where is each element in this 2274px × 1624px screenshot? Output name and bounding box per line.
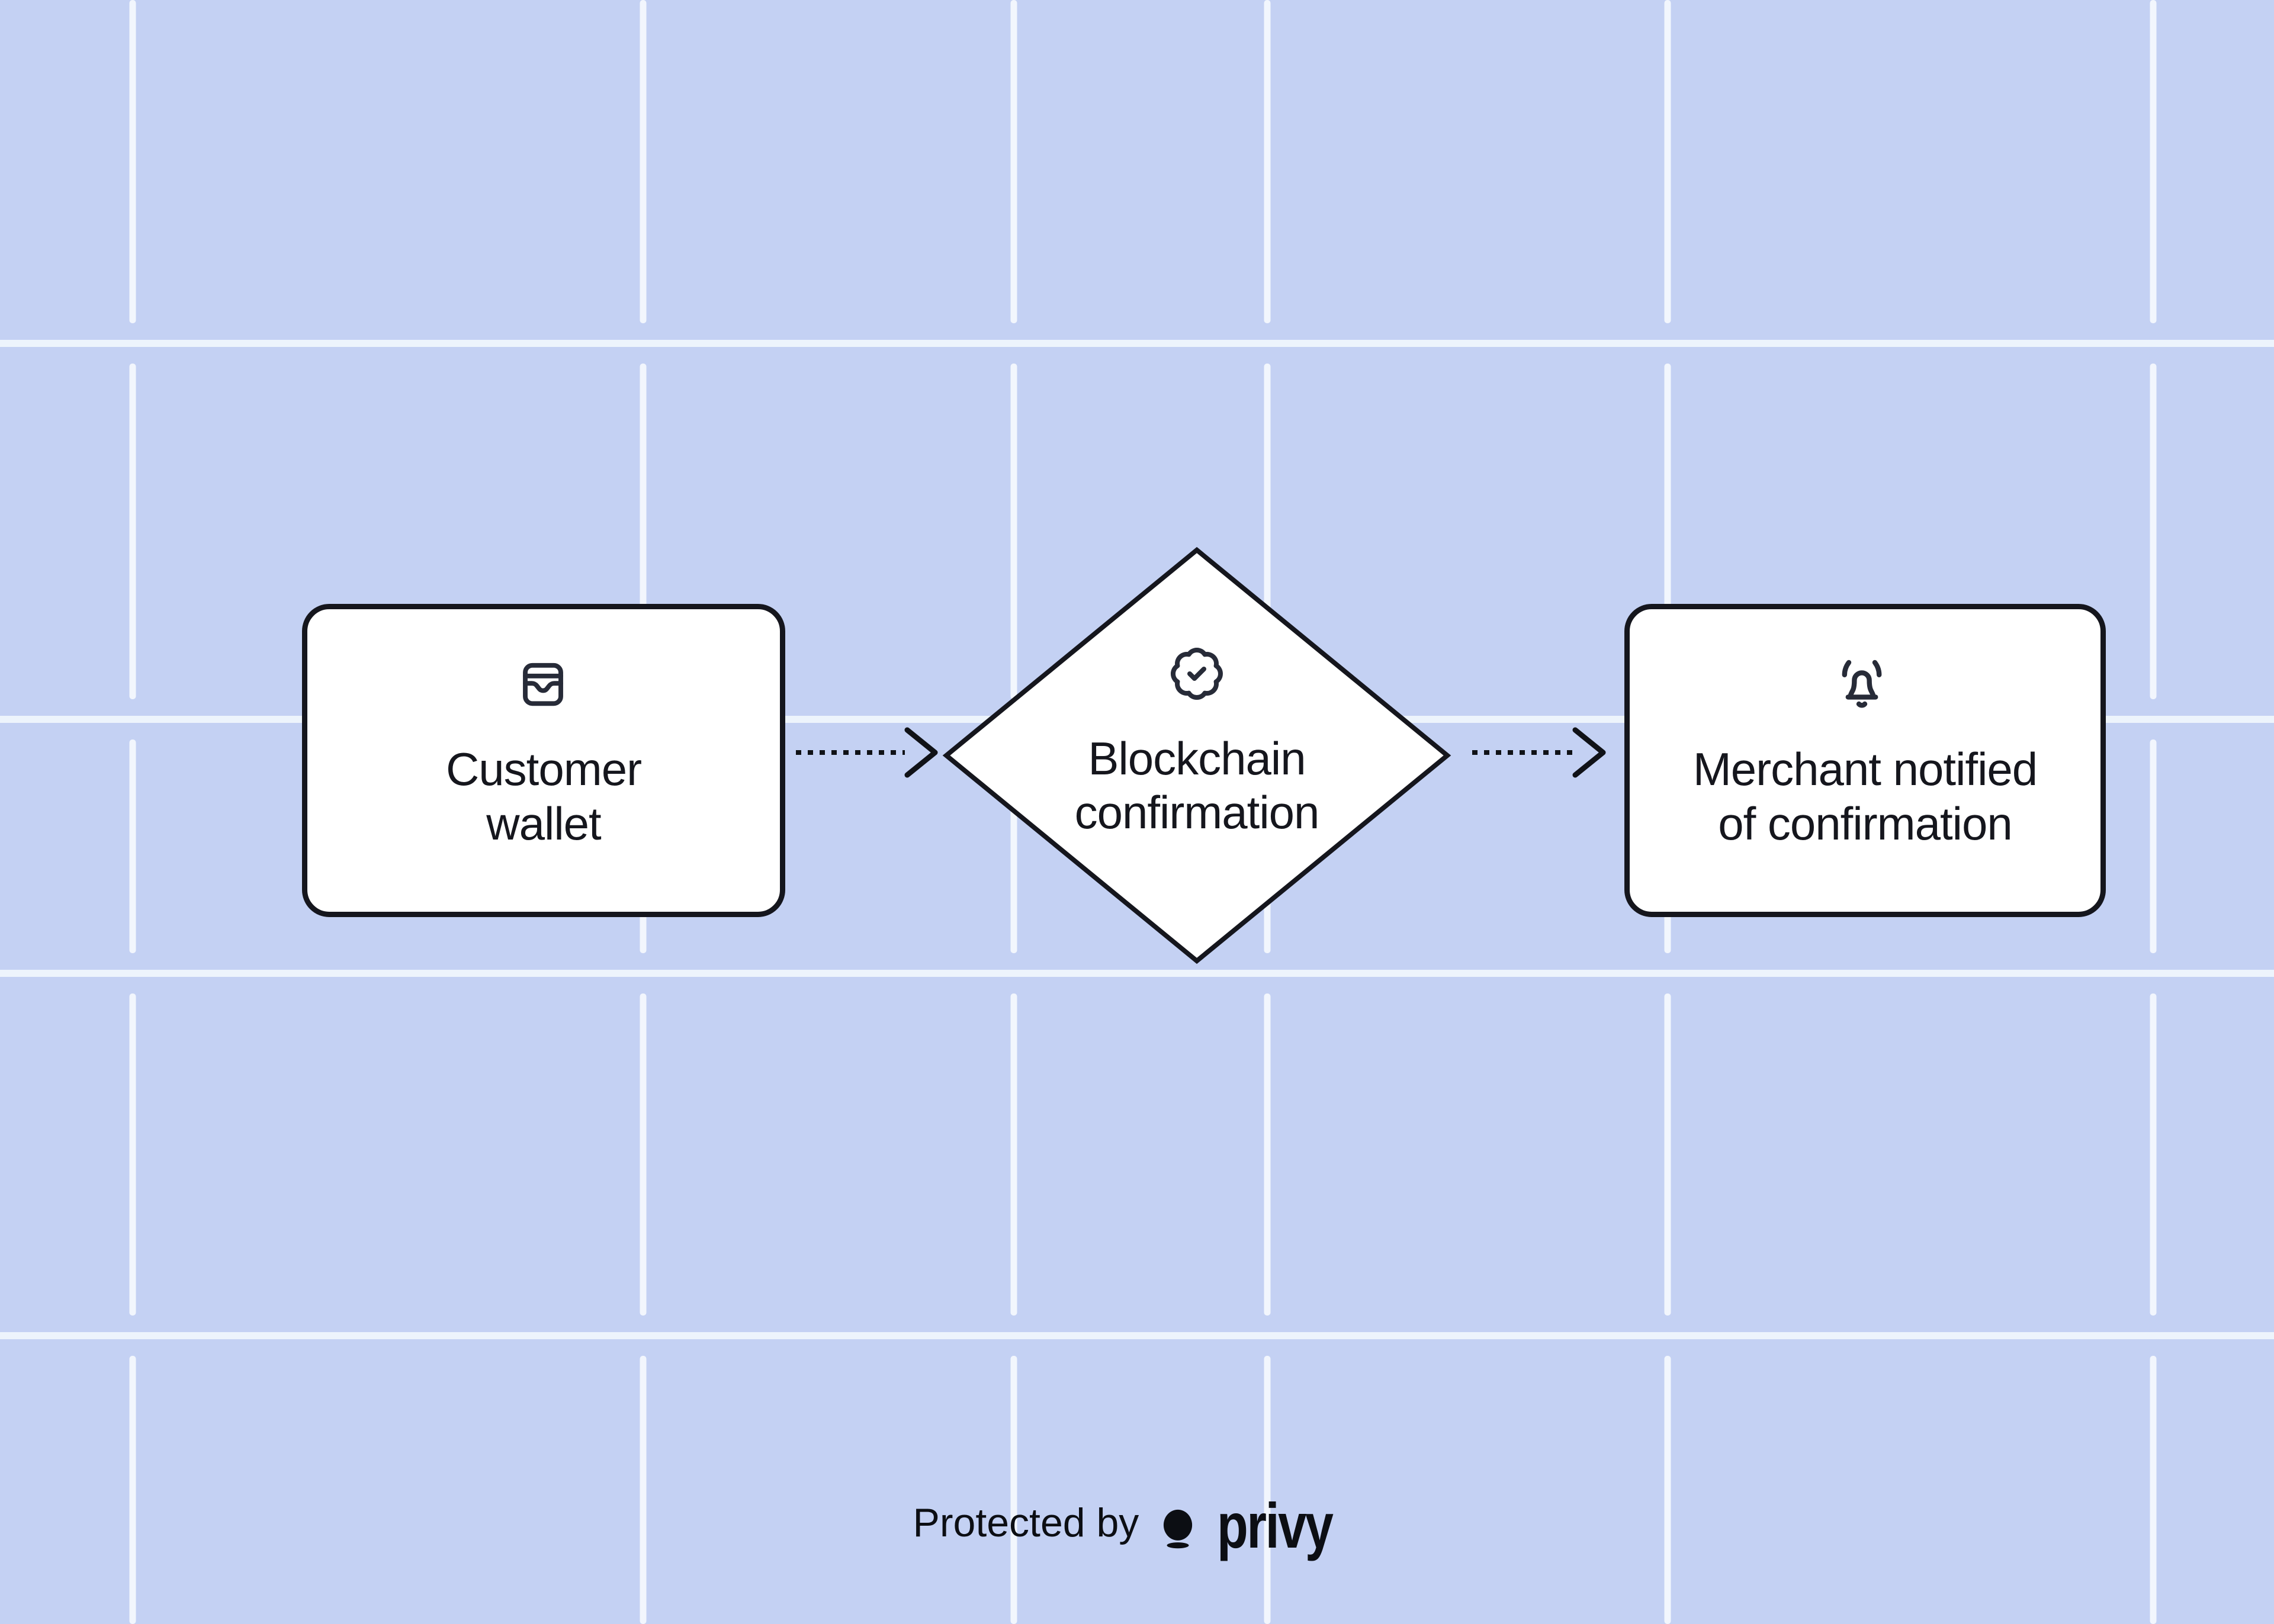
connector-customer-to-blockchain: [796, 727, 938, 778]
node-label: Merchant notified of confirmation: [1630, 742, 2100, 851]
node-label: Blockchain confirmation: [945, 732, 1448, 840]
badge-check-icon: [1170, 648, 1223, 700]
protected-by-text: Protected by: [913, 1500, 1139, 1545]
label-line: confirmation: [1074, 786, 1320, 838]
connector-blockchain-to-merchant: [1472, 727, 1606, 778]
node-customer-wallet: Customer wallet: [302, 604, 785, 917]
footer: Protected by privy: [0, 1483, 2274, 1562]
label-line: wallet: [486, 797, 601, 850]
label-line: Customer: [445, 743, 642, 795]
label-line: Blockchain: [1088, 732, 1306, 784]
label-line: of confirmation: [1718, 797, 2013, 850]
wallet-icon: [523, 663, 563, 706]
arrowhead-icon: [1572, 727, 1606, 778]
diamond-shape: [942, 546, 1451, 964]
node-merchant-notified: Merchant notified of confirmation: [1624, 604, 2106, 917]
privy-wordmark: privy: [1217, 1489, 1334, 1561]
privy-logo-icon: [1164, 1509, 1193, 1549]
label-line: Merchant notified: [1692, 743, 2038, 795]
node-label: Customer wallet: [307, 742, 780, 851]
arrowhead-icon: [904, 727, 938, 778]
bell-ring-icon: [1842, 660, 1882, 708]
